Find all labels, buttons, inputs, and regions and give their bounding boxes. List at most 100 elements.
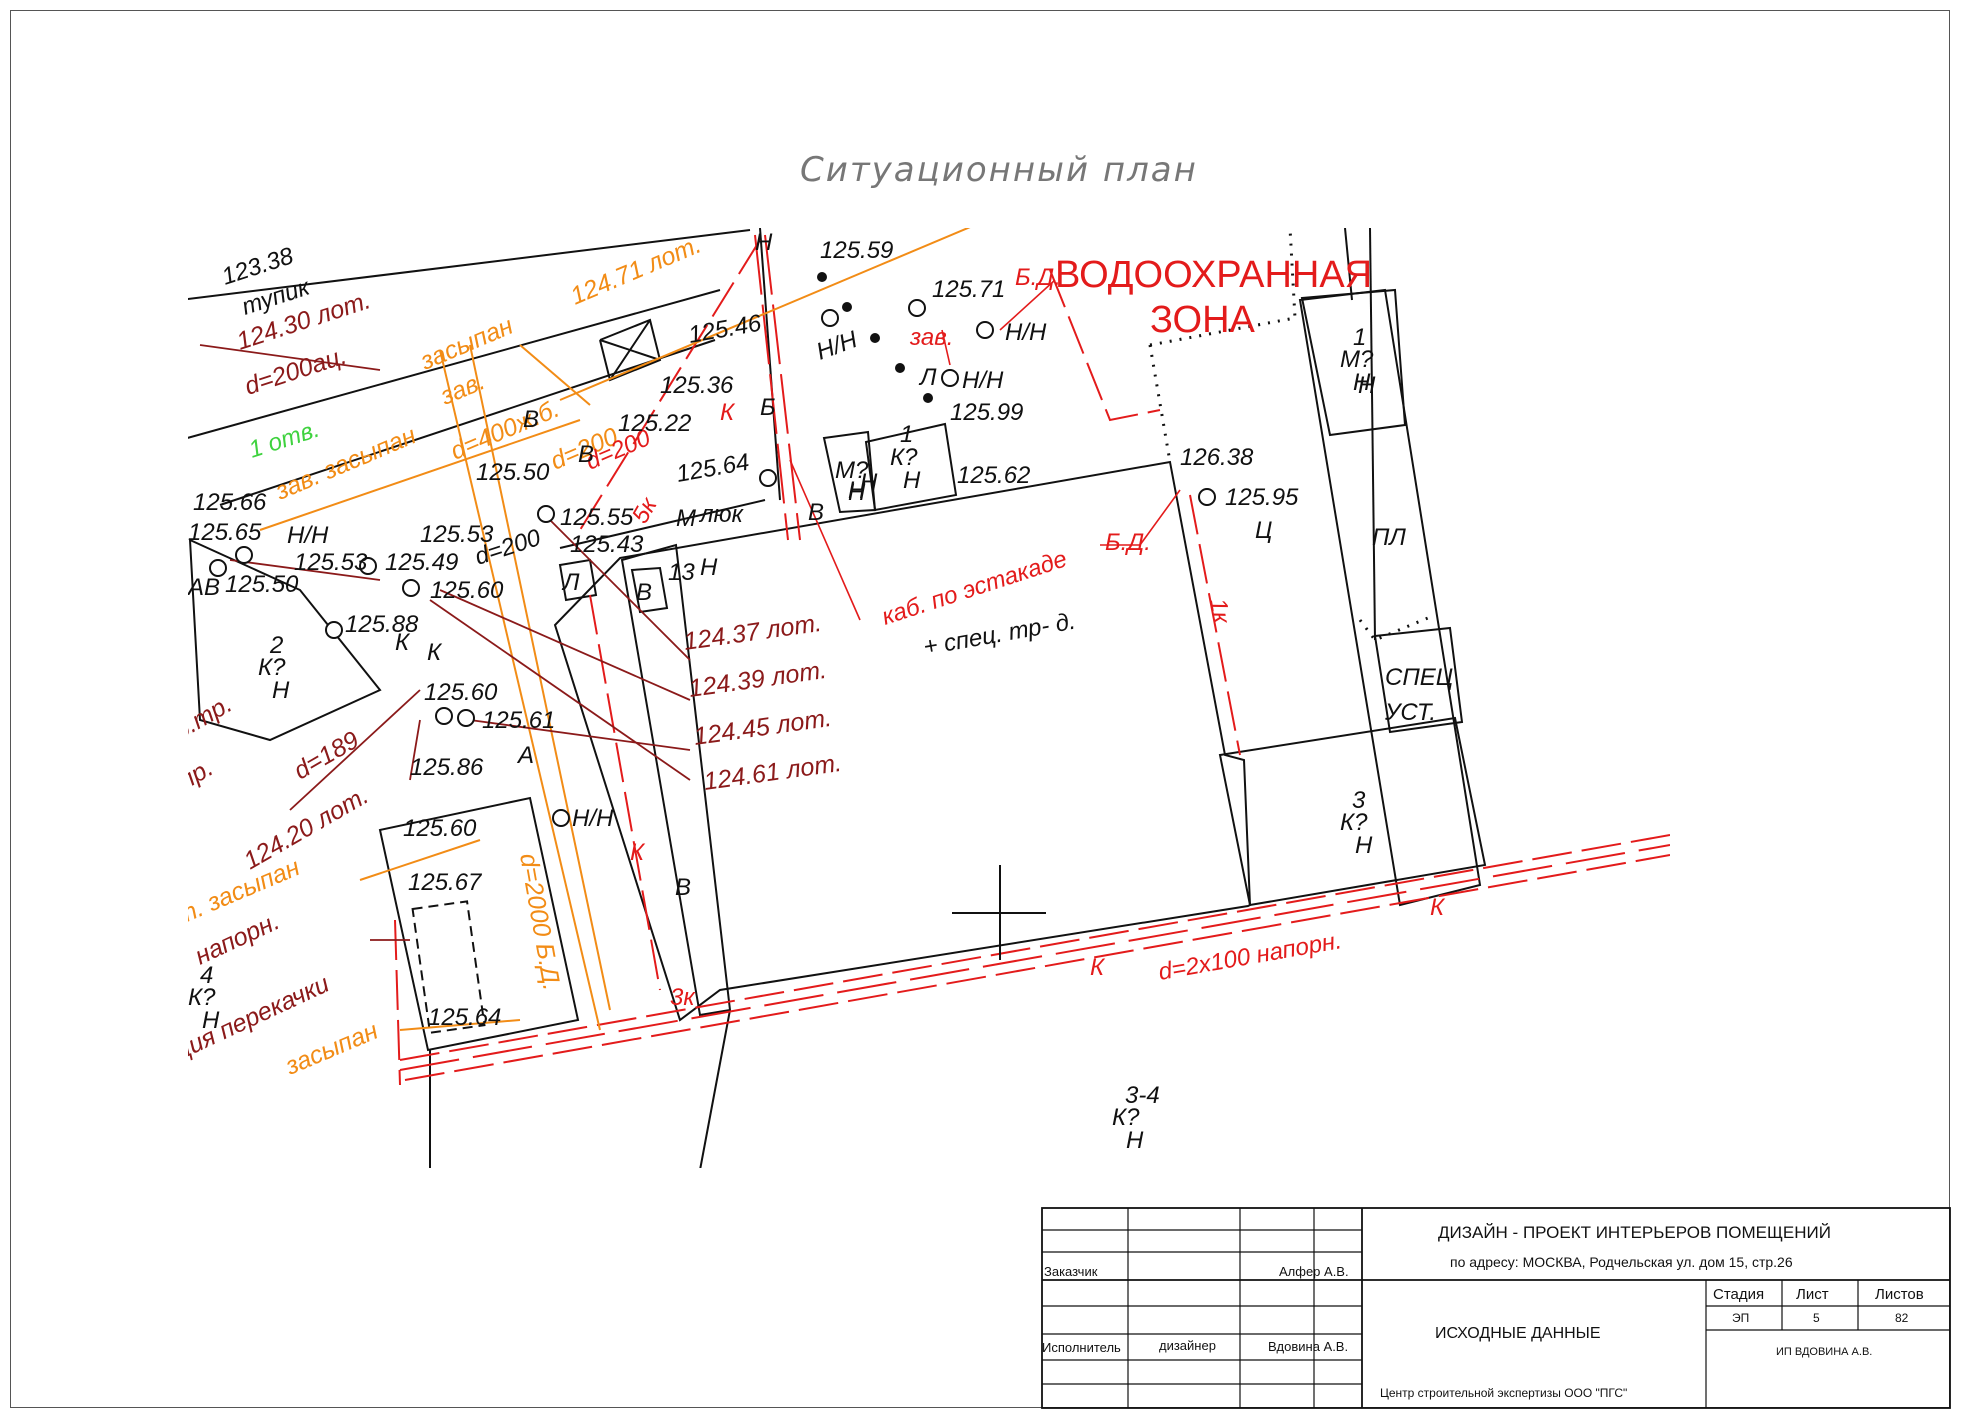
sheet-value: 5 (1813, 1311, 1820, 1325)
building-code-m1: 1 М? Н (1340, 324, 1374, 396)
zav-label: зав. (909, 324, 953, 351)
room-label: ПЛ (1372, 524, 1406, 551)
building-m1 (822, 430, 877, 514)
room-label: УСТ. (1384, 699, 1436, 726)
sewer-pump (394, 919, 401, 1086)
manhole (325, 621, 343, 639)
stage-label: Стадия (1713, 1286, 1765, 1303)
sewer-bd (1049, 269, 1161, 422)
elev-label: 125.62 (957, 462, 1030, 489)
elev-label: 125.61 (482, 707, 555, 734)
sewer-1k (1189, 494, 1241, 756)
letter-mark: Л (918, 364, 937, 391)
manhole (908, 299, 926, 317)
sheet-label: Лист (1796, 1286, 1829, 1303)
sheets-value: 82 (1895, 1311, 1909, 1325)
manhole (235, 546, 253, 564)
c-label: Ц (1255, 517, 1272, 544)
sewer-label: 3к (670, 984, 696, 1011)
manhole (759, 469, 777, 487)
manhole (537, 505, 555, 523)
code-top: 4 (200, 962, 213, 989)
storm-lines (259, 228, 971, 1031)
letter-mark: К (395, 629, 411, 656)
code-top: 3 (1352, 787, 1366, 814)
sewer-5k (579, 239, 761, 531)
elev-label: 125.22 (618, 410, 691, 437)
sewer-vert-1 (754, 234, 789, 541)
elev-label: 125.53 (294, 549, 368, 576)
manhole (976, 321, 994, 339)
project-address: по адресу: МОСКВА, Родчельская ул. дом 1… (1450, 1254, 1793, 1270)
bd-label: Б.Д. (1015, 264, 1061, 291)
company-name: ИП ВДОВИНА А.В. (1776, 1346, 1873, 1358)
street-line-top (188, 229, 751, 301)
water-zone-line-1: ВОДООХРАННАЯ (1055, 254, 1372, 296)
building-code-k34: 3-4 К? Н (1112, 1082, 1160, 1154)
k-mark: К (720, 399, 736, 426)
elev-label: 125.95 (1225, 484, 1299, 511)
building-codes: 1 К? Н 1 М? Н М? Н 3 К? Н (188, 324, 1374, 1154)
letter-mark: К (427, 639, 443, 666)
code-bot: Н (903, 467, 921, 494)
building-code-k3: 3 К? Н (1340, 787, 1373, 859)
elev-label: 125.64 (428, 1004, 501, 1031)
manhole (552, 809, 570, 827)
letter-mark: Н (848, 477, 866, 504)
elev-label: 125.67 (408, 869, 483, 896)
elev-label: 125.86 (410, 754, 484, 781)
building-spec (1373, 626, 1464, 734)
sheets-label: Листов (1875, 1286, 1924, 1303)
sheet-frame (10, 10, 1950, 1408)
elev-label: 125.55 (560, 504, 634, 531)
elev-label: 125.50 (476, 459, 550, 486)
box-l (558, 558, 598, 602)
nn-label: Н/Н (572, 805, 614, 832)
crosshair (952, 865, 1046, 960)
elev-label: 125.49 (385, 549, 458, 576)
elev-label: 125.66 (193, 489, 267, 516)
title-block: ДИЗАЙН - ПРОЕКТ ИНТЕРЬЕРОВ ПОМЕЩЕНИЙ по … (1042, 1208, 1950, 1408)
code-top: 3-4 (1125, 1082, 1160, 1109)
room-label: СПЕЦ (1385, 664, 1453, 691)
elev-label: 125.50 (225, 571, 299, 598)
manhole (435, 707, 453, 725)
sewer-lines (394, 234, 1670, 1086)
building-code-k2: 2 К? Н (258, 632, 290, 704)
code-mid: К? (258, 654, 286, 681)
code-mid: М? (835, 457, 869, 484)
code-bot: Н (1353, 369, 1371, 396)
street-line-3 (219, 339, 716, 506)
organization-name: Центр строительной экспертизы ООО "ПГС" (1380, 1386, 1628, 1400)
letter-mark: Б (760, 394, 776, 421)
code-mid: К? (1340, 809, 1368, 836)
letter-mark: Н (700, 554, 718, 581)
sewer-main-3 (399, 844, 1670, 1071)
main-building (553, 460, 1252, 1022)
nn-label: Н/Н (1005, 319, 1047, 346)
customer-label: Заказчик (1044, 1264, 1098, 1279)
code-top: 1 (900, 421, 913, 448)
elev-label: 126.38 (1180, 444, 1254, 471)
manholes (209, 299, 1216, 827)
letter-mark: Н (755, 229, 773, 256)
sewer-main-2 (404, 854, 1670, 1081)
letter-mark: В (675, 874, 691, 901)
points (817, 272, 933, 403)
letter-mark: В (578, 441, 594, 468)
k-mark: К (1090, 954, 1106, 981)
house-number: 13 (668, 559, 695, 586)
nn-label: Н/Н (962, 367, 1004, 394)
street-line-4 (559, 499, 766, 549)
code-mid: К? (890, 444, 918, 471)
north-wall (699, 1009, 731, 1168)
red-leaders (789, 279, 1181, 621)
code-mid: К? (1112, 1104, 1140, 1131)
building-k2 (188, 538, 382, 742)
code-bot: Н (1126, 1127, 1144, 1154)
building-code-k1: 1 К? Н (890, 421, 921, 494)
elev-label: 125.88 (345, 611, 419, 638)
k-mark: К (1430, 894, 1446, 921)
stage-value: ЭП (1732, 1311, 1750, 1325)
